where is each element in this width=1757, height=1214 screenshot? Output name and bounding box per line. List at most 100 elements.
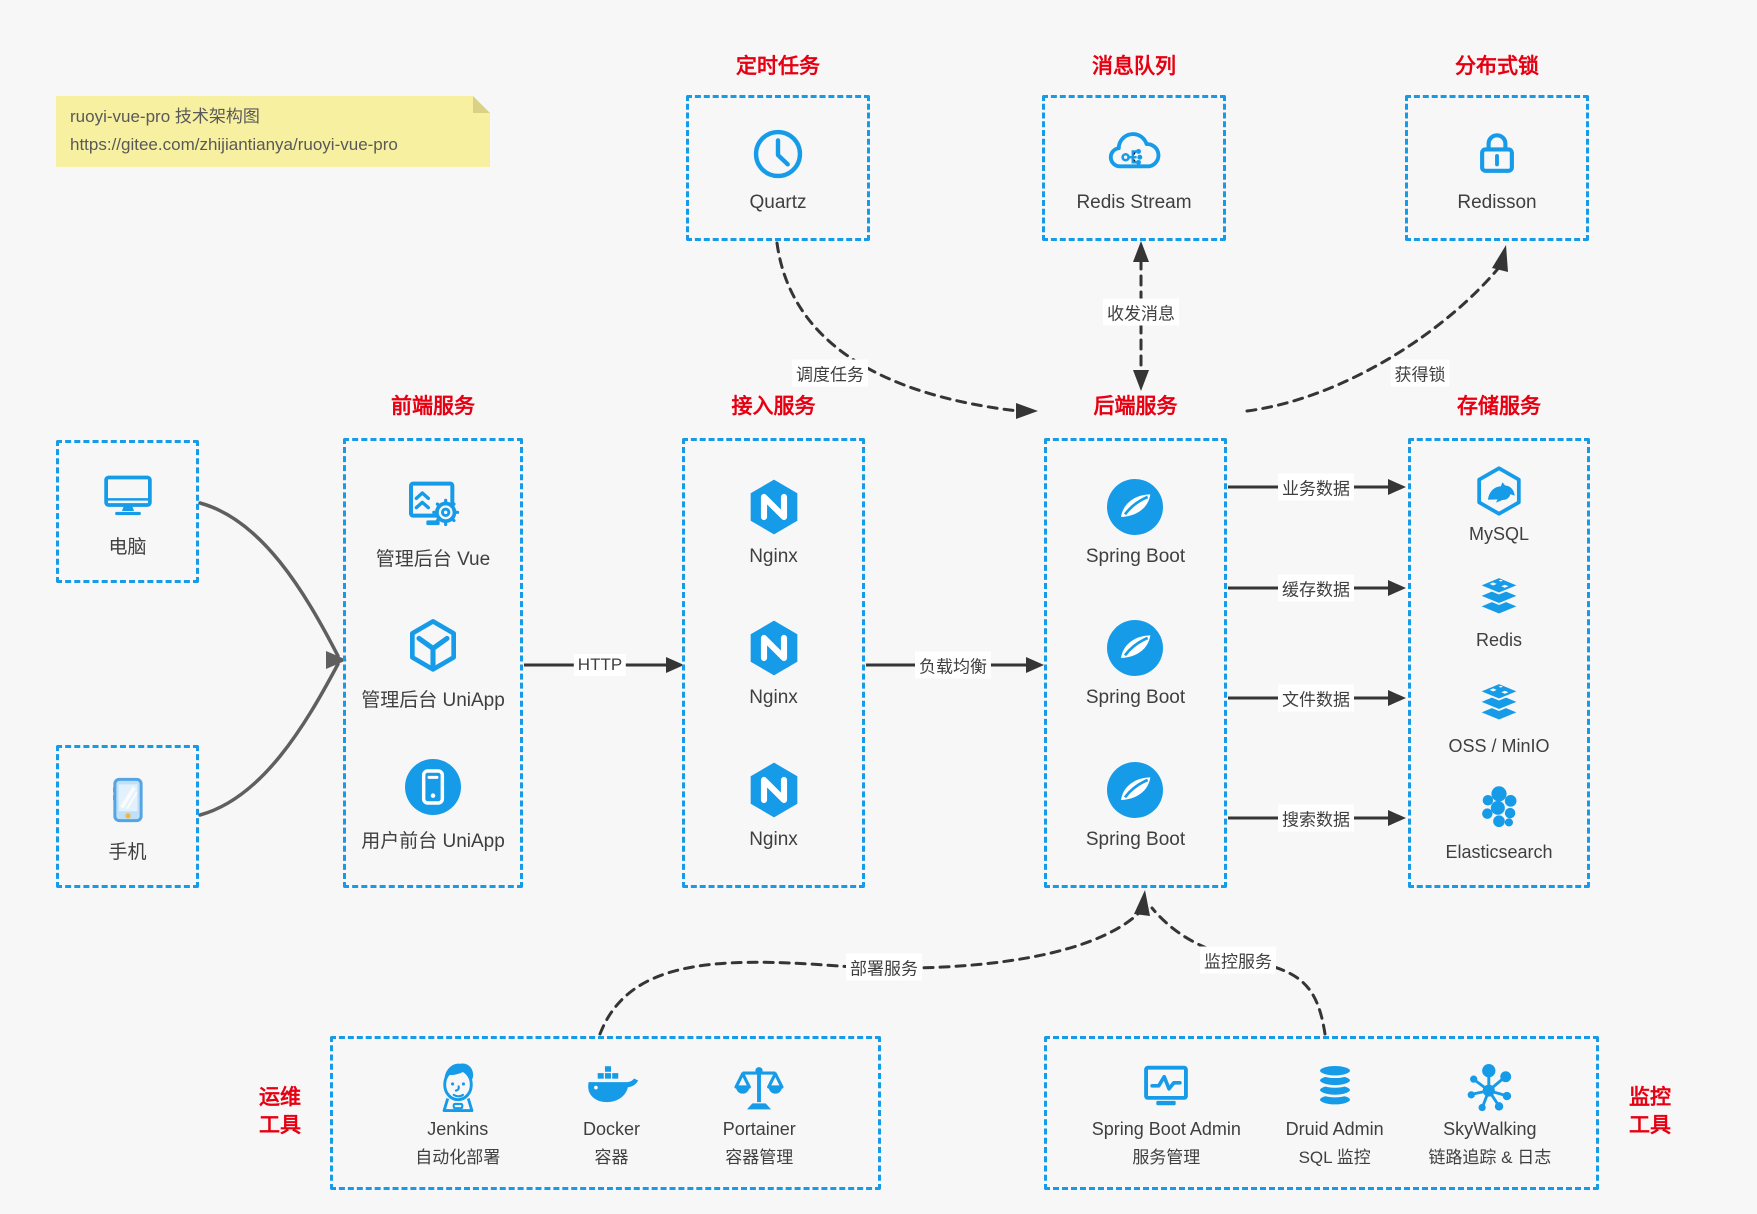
lock-icon xyxy=(1480,132,1514,173)
node-label: Nginx xyxy=(749,687,798,709)
network-nodes-icon xyxy=(1467,1064,1511,1112)
mysql-icon xyxy=(1477,466,1521,516)
edge-pc-to-frontend xyxy=(198,501,340,658)
edge-schedule-line xyxy=(775,241,1020,413)
group-box-gateway: Nginx Nginx Nginx xyxy=(682,438,865,888)
client-box-pc: 电脑 xyxy=(56,440,199,583)
node-label: Spring Boot xyxy=(1085,546,1186,568)
node-nginx-2: Nginx xyxy=(742,616,806,709)
edge-label-acquire-lock: 获得锁 xyxy=(1390,359,1450,387)
node-pc: 电脑 xyxy=(98,465,158,559)
node-docker: Docker 容器 xyxy=(582,1058,640,1168)
nginx-icon xyxy=(750,762,797,818)
node-druid-admin: Druid Admin SQL 监控 xyxy=(1286,1058,1384,1168)
node-skywalking: SkyWalking 链路追踪 & 日志 xyxy=(1428,1058,1551,1168)
edge-label-deploy: 部署服务 xyxy=(846,953,922,981)
node-redisson: Redisson xyxy=(1457,123,1537,214)
cube-icon xyxy=(409,618,456,672)
group-box-devops: Jenkins 自动化部署 Docker 容器 xyxy=(330,1036,881,1190)
node-label: 管理后台 UniApp xyxy=(361,689,505,711)
group-title-backend: 后端服务 xyxy=(1093,395,1178,418)
group-title-storage: 存储服务 xyxy=(1457,395,1541,418)
edge-label-monitor: 监控服务 xyxy=(1200,946,1276,974)
node-oss-minio: OSS / MinIO xyxy=(1448,675,1550,757)
node-nginx-3: Nginx xyxy=(742,758,806,851)
node-mobile: 手机 xyxy=(98,770,158,864)
node-admin-vue: 管理后台 Vue xyxy=(376,473,490,571)
tool-name: Portainer xyxy=(722,1119,796,1139)
elasticsearch-icon xyxy=(1482,786,1517,828)
spring-boot-icon xyxy=(1107,761,1164,818)
group-box-mq: Redis Stream xyxy=(1042,95,1226,241)
edge-label-business-data: 业务数据 xyxy=(1278,473,1354,501)
node-portainer: Portainer 容器管理 xyxy=(723,1058,796,1168)
group-box-backend: Spring Boot Spring Boot Spring Boot xyxy=(1044,438,1227,888)
node-label: Elasticsearch xyxy=(1445,842,1553,862)
dashed-arrowheads xyxy=(1016,241,1508,916)
phone-icon xyxy=(112,777,143,822)
redis-stack-icon xyxy=(1478,576,1520,616)
edge-label-file-data: 文件数据 xyxy=(1278,684,1354,712)
node-label: Spring Boot xyxy=(1085,687,1186,709)
node-springboot-2: Spring Boot xyxy=(1086,616,1185,709)
tool-desc: SQL 监控 xyxy=(1298,1148,1371,1167)
node-label: Redis Stream xyxy=(1076,191,1192,213)
side-title-line: 监控 xyxy=(1629,1086,1671,1109)
group-box-monitoring: Spring Boot Admin 服务管理 Druid Admin SQL 监… xyxy=(1044,1036,1599,1190)
tool-name: Jenkins xyxy=(427,1119,489,1139)
docker-icon xyxy=(588,1066,639,1103)
node-label: 用户前台 UniApp xyxy=(361,831,505,853)
edge-label-search-data: 搜索数据 xyxy=(1278,804,1354,832)
note-title: ruoyi-vue-pro 技术架构图 xyxy=(70,107,260,126)
edge-label-http: HTTP xyxy=(573,654,627,676)
spring-boot-icon xyxy=(1107,479,1164,536)
mobile-app-circle-icon xyxy=(404,759,461,816)
node-redis-stream: Redis Stream xyxy=(1076,123,1192,214)
group-title-frontend: 前端服务 xyxy=(391,395,475,418)
edge-deploy-line xyxy=(598,910,1142,1036)
node-admin-uniapp: 管理后台 UniApp xyxy=(361,614,505,712)
edge-label-schedule: 调度任务 xyxy=(792,359,868,387)
nginx-icon xyxy=(750,621,797,676)
client-box-mobile: 手机 xyxy=(56,745,199,888)
tool-desc: 自动化部署 xyxy=(415,1148,501,1167)
tool-desc: 链路追踪 & 日志 xyxy=(1428,1148,1552,1167)
spring-boot-icon xyxy=(1107,620,1164,677)
edge-label-load-balance: 负载均衡 xyxy=(915,651,991,679)
node-user-uniapp: 用户前台 UniApp xyxy=(361,755,505,853)
jenkins-icon xyxy=(442,1063,474,1113)
node-jenkins: Jenkins 自动化部署 xyxy=(415,1058,500,1168)
tool-desc: 容器 xyxy=(594,1148,629,1167)
node-label: MySQL xyxy=(1468,524,1529,544)
node-label: Spring Boot xyxy=(1085,828,1186,850)
note-url: https://gitee.com/zhijiantianya/ruoyi-vu… xyxy=(70,134,398,154)
tool-name: Docker xyxy=(582,1119,640,1139)
portainer-scales-icon xyxy=(734,1067,784,1110)
group-box-timer: Quartz xyxy=(686,95,870,241)
desktop-icon xyxy=(103,475,152,515)
admin-chart-monitor-icon xyxy=(1144,1065,1189,1106)
group-title-mq: 消息队列 xyxy=(1092,55,1176,78)
node-springboot-1: Spring Boot xyxy=(1086,475,1185,568)
database-icon xyxy=(1316,1063,1353,1108)
tool-desc: 服务管理 xyxy=(1132,1148,1201,1167)
nginx-icon xyxy=(750,479,797,535)
side-title-monitoring: 监控 工具 xyxy=(1612,1084,1688,1141)
node-label: 管理后台 Vue xyxy=(375,548,491,570)
node-label: OSS / MinIO xyxy=(1448,736,1550,756)
edge-mobile-to-frontend xyxy=(198,662,340,817)
group-box-lock: Redisson xyxy=(1405,95,1589,241)
side-title-line: 运维 xyxy=(259,1086,301,1109)
node-elasticsearch: Elasticsearch xyxy=(1445,781,1553,863)
sticky-note: ruoyi-vue-pro 技术架构图 https://gitee.com/zh… xyxy=(56,96,490,168)
node-springboot-3: Spring Boot xyxy=(1086,758,1185,851)
edge-acquire-lock-line xyxy=(1245,263,1503,413)
edge-label-cache-data: 缓存数据 xyxy=(1278,574,1354,602)
side-title-line: 工具 xyxy=(259,1114,301,1138)
client-connectors xyxy=(198,501,340,817)
group-box-frontend: 管理后台 Vue 管理后台 UniApp 用户前台 UniApp xyxy=(343,438,523,888)
node-nginx-1: Nginx xyxy=(742,475,806,568)
node-label: Quartz xyxy=(749,191,807,213)
